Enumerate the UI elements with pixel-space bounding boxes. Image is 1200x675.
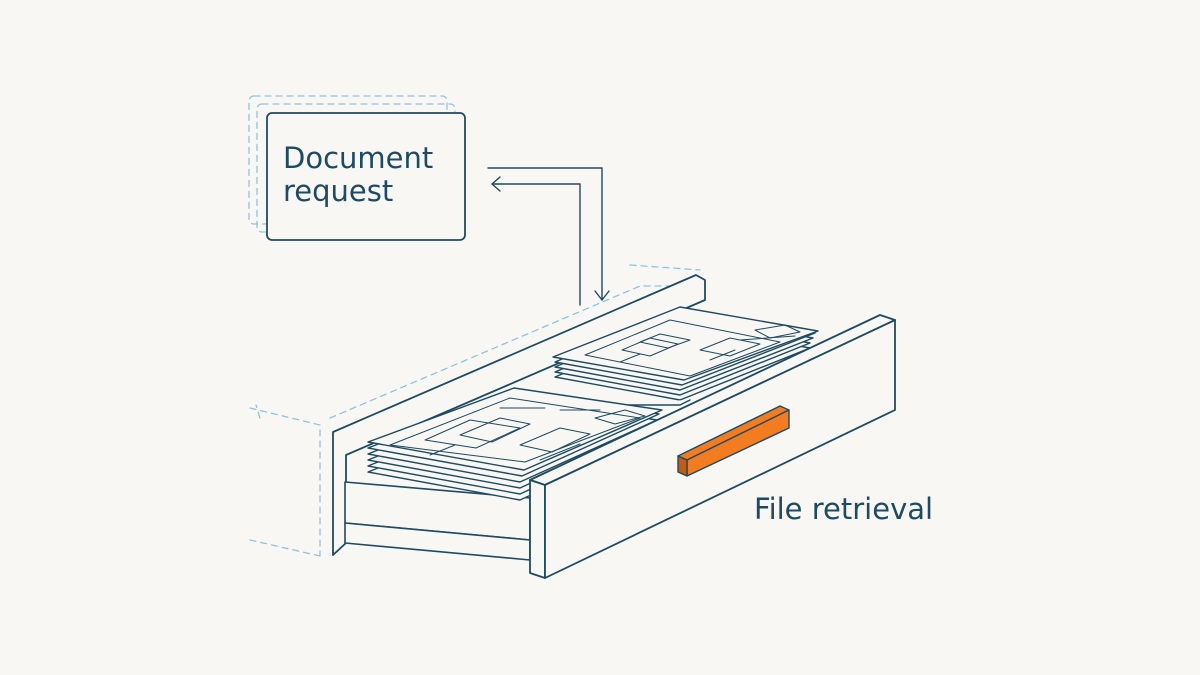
drawer-front-side [529, 479, 546, 579]
stack-front-sheet-1 [367, 387, 663, 471]
cabinet-guide-tick [255, 404, 261, 419]
flow-arrow-head-down [594, 290, 610, 301]
cabinet-guide-bottom [249, 539, 321, 557]
drawer-inner [344, 481, 531, 561]
document-stack-front [367, 387, 663, 501]
file-retrieval-label: File retrieval [754, 492, 934, 526]
cabinet-front-frame [332, 274, 706, 556]
document-request-line-2: request [283, 174, 394, 208]
flow-arrow-inner [491, 183, 581, 306]
flow-arrow-outer [487, 167, 603, 301]
flow-arrow [487, 167, 610, 306]
blueprint-back [584, 319, 801, 377]
document-request-line-1: Document [283, 141, 434, 175]
blueprint-front [389, 397, 646, 463]
cabinet-guide-left [249, 407, 321, 557]
document-request-label: Document request [283, 142, 433, 208]
cabinet-guide-top-back [629, 264, 701, 271]
cabinet-frame [332, 274, 706, 556]
document-request-card [266, 112, 466, 241]
flow-arrow-head-left [491, 176, 501, 192]
drawer-handle [677, 405, 790, 477]
